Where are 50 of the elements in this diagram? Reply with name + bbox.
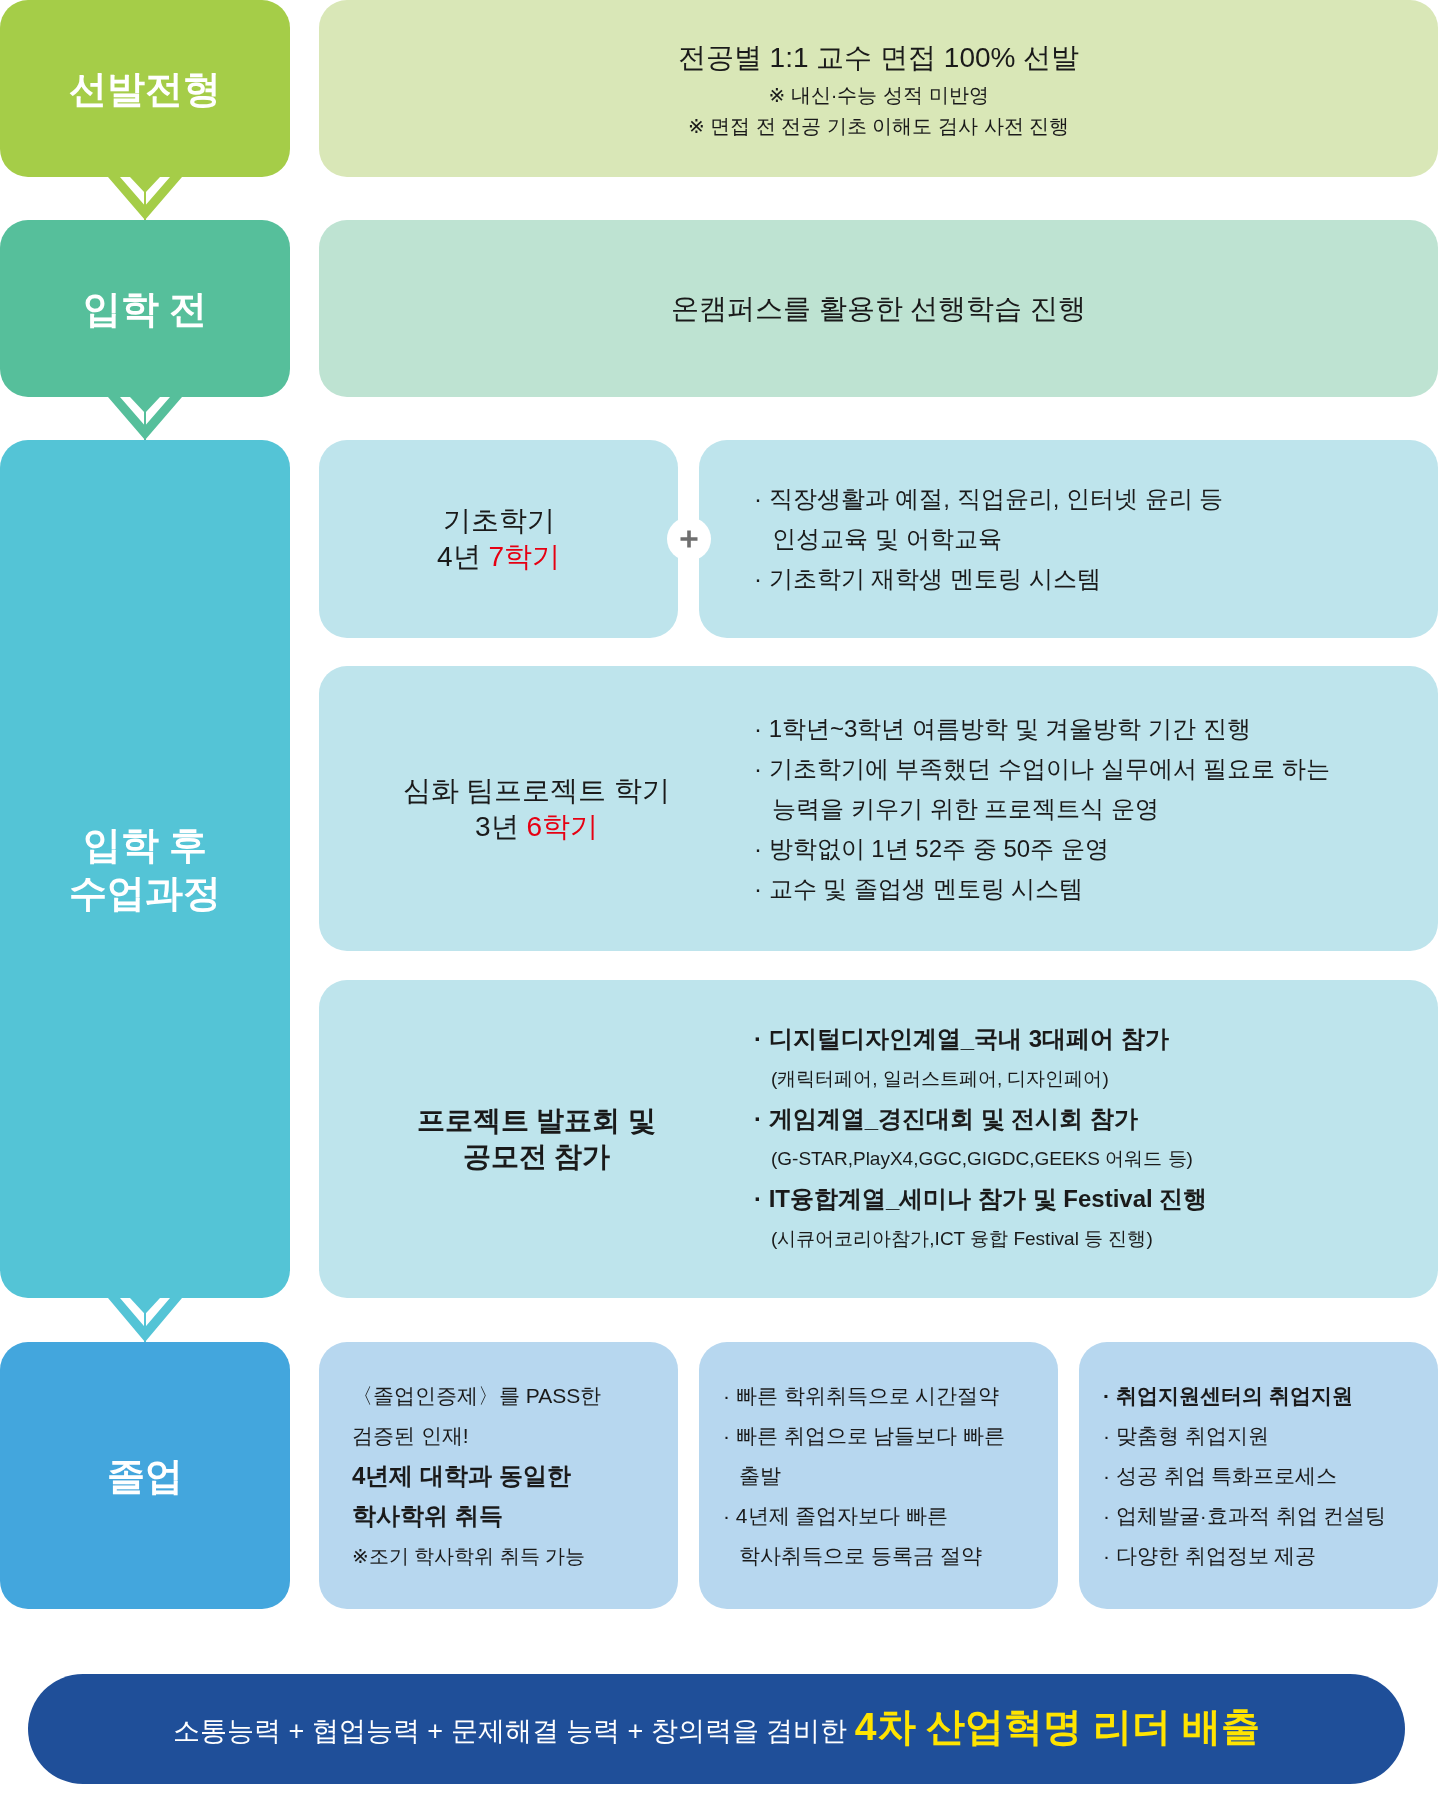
sub-note: (시큐어코리아참가,ICT 융합 Festival 등 진행) [771, 1227, 1153, 1251]
bullet-item: · 직장생활과 예절, 직업윤리, 인터넷 윤리 등 인성교육 및 어학교육 [754, 484, 1225, 554]
bullet-item: · 빠른 취업으로 남들보다 빠른 출발 [723, 1422, 1007, 1489]
main-text: 전공별 1:1 교수 면접 100% 선발 [677, 40, 1080, 75]
bullet-item: · 빠른 학위취득으로 시간절약 [723, 1382, 1000, 1409]
stage-label: 입학 전 [82, 286, 208, 332]
bullet-item: · 디지털디자인계열_국내 3대페어 참가 [754, 1024, 1169, 1054]
info-box [319, 666, 1438, 951]
main-text: 온캠퍼스를 활용한 선행학습 진행 [670, 291, 1087, 326]
stage-label: 선발전형 [69, 66, 221, 112]
info-box [319, 220, 1438, 397]
bullet-item: · 기초학기 재학생 멘토링 시스템 [754, 564, 1101, 594]
bullet-item: · 맞춤형 취업지원 [1103, 1422, 1269, 1449]
info-box [1079, 1342, 1438, 1609]
banner-text: 소통능력 + 협업능력 + 문제해결 능력 + 창의력을 겸비한 4차 산업혁명 리더 배출 [173, 1705, 1260, 1750]
main-text: 심화 팀프로젝트 학기 [402, 773, 671, 808]
stage-label: 졸업 [107, 1453, 183, 1499]
sub-note: (G-STAR,PlayX4,GGC,GIGDC,GEEKS 어워드 등) [771, 1147, 1193, 1171]
bullet-item: · 4년제 졸업자보다 빠른 학사취득으로 등록금 절약 [723, 1502, 983, 1569]
stage-box [0, 440, 290, 1298]
highlight-text: 4년제 대학과 동일한 학사학위 취득 [352, 1460, 572, 1531]
bullet-item: · IT융합계열_세미나 참가 및 Festival 진행 [754, 1184, 1208, 1214]
bullet-item: · 취업지원센터의 취업지원 [1103, 1382, 1353, 1409]
stage-box [0, 0, 290, 177]
stage-box [0, 1342, 290, 1609]
bullet-item: · 방학없이 1년 52주 중 50주 운영 [754, 833, 1109, 864]
main-text: 3년 6학기 [475, 809, 598, 844]
note-text: ※ 면접 전 전공 기초 이해도 검사 사전 진행 [687, 113, 1070, 139]
main-text: 기초학기 [442, 504, 555, 538]
sub-note: (캐릭터페어, 일러스트페어, 디자인페어) [771, 1067, 1109, 1091]
bullet-item: · 게임계열_경진대회 및 전시회 참가 [754, 1104, 1138, 1134]
note-text: ※ 내신·수능 성적 미반영 [768, 82, 989, 108]
stage-label: 입학 후 수업과정 [68, 823, 222, 916]
body-text: 〈졸업인증제〉를 PASS한 검증된 인재! [352, 1382, 603, 1449]
bullet-item: · 업체발굴·효과적 취업 컨설팅 [1103, 1502, 1387, 1529]
stage-box [0, 220, 290, 397]
bullet-item: · 기초학기에 부족했던 수업이나 실무에서 필요로 하는 능력을 키우기 위한 프로젝트식 운영 [754, 753, 1331, 824]
info-box [319, 980, 1438, 1298]
bullet-item: · 교수 및 졸업생 멘토링 시스템 [754, 873, 1084, 904]
bullet-item: · 1학년~3학년 여름방학 및 겨울방학 기간 진행 [754, 713, 1251, 744]
info-box [699, 1342, 1058, 1609]
info-box [319, 0, 1438, 177]
main-text: 4년 7학기 [437, 540, 560, 574]
info-box [319, 1342, 678, 1609]
info-box [699, 440, 1438, 638]
note-text: ※조기 학사학위 취득 가능 [352, 1543, 586, 1569]
info-box [319, 440, 678, 638]
bullet-item: · 성공 취업 특화프로세스 [1103, 1462, 1338, 1489]
bullet-item: · 다양한 취업정보 제공 [1103, 1542, 1317, 1569]
main-text: 프로젝트 발표회 및 공모전 참가 [416, 1104, 657, 1174]
